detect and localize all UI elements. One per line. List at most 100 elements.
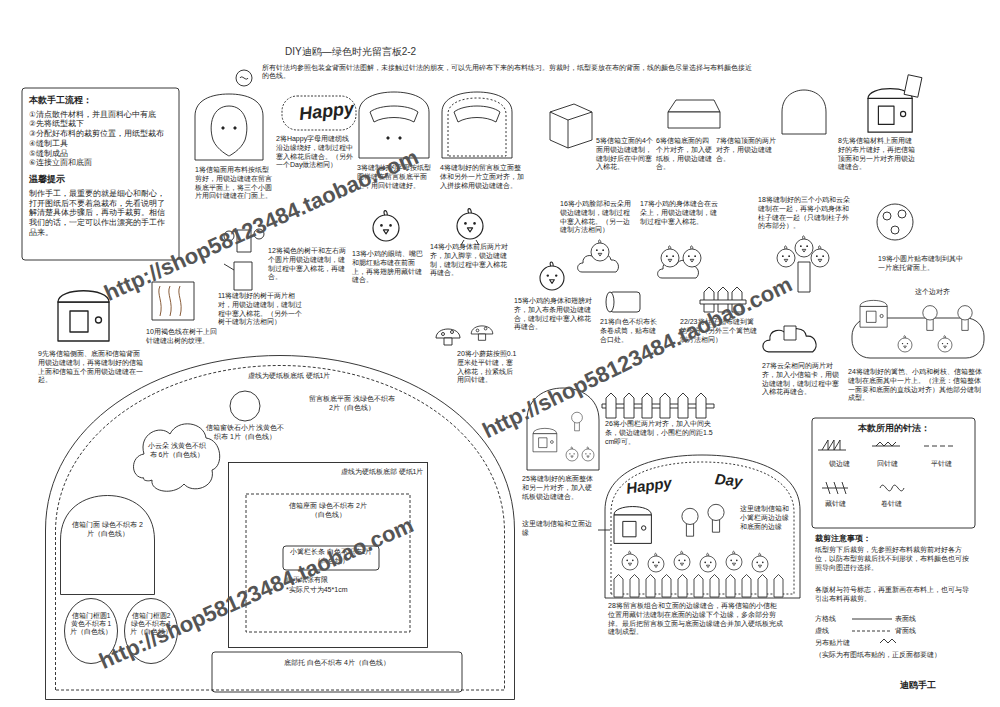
piece-label: 小云朵 浅黄色不织布 6片（白色线） bbox=[148, 442, 206, 460]
illustration-part bbox=[811, 246, 829, 267]
illustration-part bbox=[457, 209, 483, 239]
illustration-part bbox=[606, 393, 616, 418]
step-instruction: 5将信箱立面的4个面用锁边缝缝制，缝制好后在中间塞入棉花。 bbox=[596, 137, 654, 172]
illustration-part bbox=[777, 246, 795, 267]
watermark: http://shop58123484.taobao.com bbox=[95, 511, 418, 675]
step-instruction: 6将信箱底面的四个片对齐，加入硬纸板，用锁边缝缝合。 bbox=[656, 137, 714, 172]
step-instruction: 19将小圆片贴布缝制到其中一片底托背面上。 bbox=[878, 255, 968, 273]
illustration-part bbox=[370, 106, 418, 122]
step-instruction: 所有针法均参照包装盒背面针法图解，未接触过针法的朋友，可以先用碎布下来的布料练习… bbox=[262, 64, 757, 80]
illustration-part bbox=[774, 575, 783, 598]
piece-outline bbox=[46, 356, 515, 700]
illustration-part bbox=[938, 336, 952, 352]
illustration-part bbox=[533, 428, 557, 451]
illustration-part bbox=[668, 100, 720, 112]
section-heading: 本款手工流程： bbox=[29, 95, 172, 107]
step-instruction: 24将缝制好的篱笆、小鸡和树枝、信箱整体缝制在底面其中一片上。（注意：信箱整体一… bbox=[848, 368, 983, 403]
line-style-name: 表面线 bbox=[895, 615, 935, 624]
illustration-part bbox=[387, 137, 389, 139]
step-instruction: 20将小蘑菇按照0.1厘米处平针缝，塞入棉花，拉紧线后用回针缝。 bbox=[457, 350, 519, 385]
piece-outline bbox=[812, 418, 975, 528]
illustration-part bbox=[282, 96, 356, 130]
step-instruction: 16将小鸡脸部和云朵用锁边缝缝制，缝制过程中塞入棉花。（另一边缝制方法相同） bbox=[560, 200, 632, 235]
stitch-name: 平针缝 bbox=[916, 460, 966, 469]
illustration-part bbox=[798, 262, 810, 292]
piece-shape bbox=[212, 652, 462, 692]
piece-outline bbox=[22, 88, 179, 260]
illustration-part bbox=[726, 551, 742, 570]
illustration-part bbox=[782, 90, 826, 134]
illustration-part bbox=[614, 575, 623, 598]
illustration-part bbox=[598, 530, 610, 531]
illustration-part bbox=[852, 619, 892, 620]
step-instruction: 7将信箱顶面的两片对齐，用锁边缝缝合。 bbox=[716, 137, 778, 163]
notes-heading: 裁剪注意事项： bbox=[815, 534, 965, 543]
step-instruction: 8先将信箱材料上面用缝好的布片缝好，再把信箱顶面和另一片对齐用锁边缝缝合。 bbox=[838, 137, 918, 172]
piece-shape bbox=[60, 495, 155, 595]
notes-text: 纸型剪下后裁剪，先参照好布料裁剪前对好各方位，以防布型剪裁后找不到形状，布料颜色… bbox=[815, 546, 973, 572]
illustration-part bbox=[880, 485, 904, 491]
illustration-part bbox=[660, 393, 670, 418]
illustration-part bbox=[904, 75, 922, 97]
stitch-name: 锁边缝 bbox=[814, 460, 864, 469]
illustration-part bbox=[234, 127, 236, 129]
illustration-part bbox=[550, 104, 592, 148]
illustration-part bbox=[822, 482, 848, 494]
title: DIY迪鸥—绿色时光留言板2-2 bbox=[285, 46, 416, 59]
stitch-name: 藏针缝 bbox=[810, 500, 860, 509]
illustration-part bbox=[784, 326, 796, 340]
stitch-name: 卷针缝 bbox=[866, 500, 916, 509]
illustration-part bbox=[668, 112, 720, 128]
illustration-part bbox=[58, 291, 109, 341]
illustration-part bbox=[224, 264, 234, 270]
illustration-part bbox=[582, 447, 594, 461]
piece-label: 信箱座面 绿色不织布 2片（白色线） bbox=[284, 502, 372, 520]
step-instruction: 18将缝制好的三个小鸡和云朵缝制在一起，再将小鸡身体和柱子缝在一起（只缝制柱子外… bbox=[758, 196, 850, 231]
illustration-part bbox=[454, 106, 500, 122]
stitch-legend-box: 本款所用的针法： bbox=[812, 418, 975, 528]
illustration-part bbox=[572, 412, 583, 431]
illustration-part bbox=[708, 504, 724, 532]
illustration-part bbox=[159, 286, 181, 316]
illustration-part bbox=[958, 306, 972, 331]
illustration-part bbox=[898, 336, 912, 352]
illustration-part bbox=[880, 639, 896, 643]
illustration-part bbox=[471, 326, 493, 340]
illustration-part bbox=[442, 92, 512, 158]
illustration-part bbox=[591, 240, 609, 261]
illustration-part bbox=[674, 551, 690, 570]
illustration-part bbox=[678, 575, 687, 598]
illustration-part bbox=[661, 246, 679, 267]
illustration-part bbox=[550, 112, 592, 148]
illustration-part bbox=[611, 462, 794, 594]
illustration-part bbox=[605, 455, 800, 598]
piece-label: 虚线为硬纸板底纸 硬纸1片 bbox=[245, 372, 333, 381]
process-step: ③分配好布料的裁剪位置，用纸型裁布 bbox=[29, 129, 172, 139]
illustration-part bbox=[648, 553, 664, 572]
illustration-part bbox=[700, 553, 716, 572]
pattern-cloud: 小云朵 浅黄色不织布 6片（白色线） bbox=[130, 418, 222, 494]
illustration-part bbox=[236, 70, 252, 86]
illustration-part bbox=[240, 77, 248, 79]
illustration-part bbox=[566, 447, 578, 461]
illustration-part bbox=[726, 575, 735, 598]
notes-text: 各版材与符号标志，再重新画在布料上，也可与导引出布料再裁剪。 bbox=[815, 586, 973, 604]
illustration-part bbox=[662, 575, 671, 598]
piece-outline bbox=[230, 391, 260, 421]
piece-label: 信箱门面 绿色不织布 2片（白色线） bbox=[70, 521, 145, 539]
process-step: ④缝制工具 bbox=[29, 139, 172, 149]
piece-label: 信箱门框圆1 黄色不织布 1片（白色线） bbox=[68, 612, 114, 636]
illustration-part bbox=[710, 575, 719, 598]
pattern-band: 底部托 白色不织布 4片（白色线） bbox=[212, 652, 462, 692]
note-text: 这个边对齐 bbox=[915, 288, 970, 297]
illustration-part bbox=[891, 226, 899, 234]
line-style-name: 虚线 bbox=[815, 627, 850, 636]
illustration-part bbox=[195, 94, 263, 160]
callout-text: 这里缝制信箱和小篱栏两边边缘和底面的边缘 bbox=[740, 505, 792, 531]
step-instruction: 28将留言板组合和立面的边缘缝合，再将信箱的小信柜位置用藏针法缝制在底面的边缘下… bbox=[608, 602, 783, 637]
section-heading: 温馨提示 bbox=[29, 174, 172, 186]
step-instruction: 27将云朵相同的两片对齐，加入小信箱卡，用锁边缝缝制，缝制过程中塞入棉花再缝合。 bbox=[762, 362, 842, 397]
piece-outline bbox=[61, 496, 155, 595]
illustration-part bbox=[795, 236, 813, 257]
